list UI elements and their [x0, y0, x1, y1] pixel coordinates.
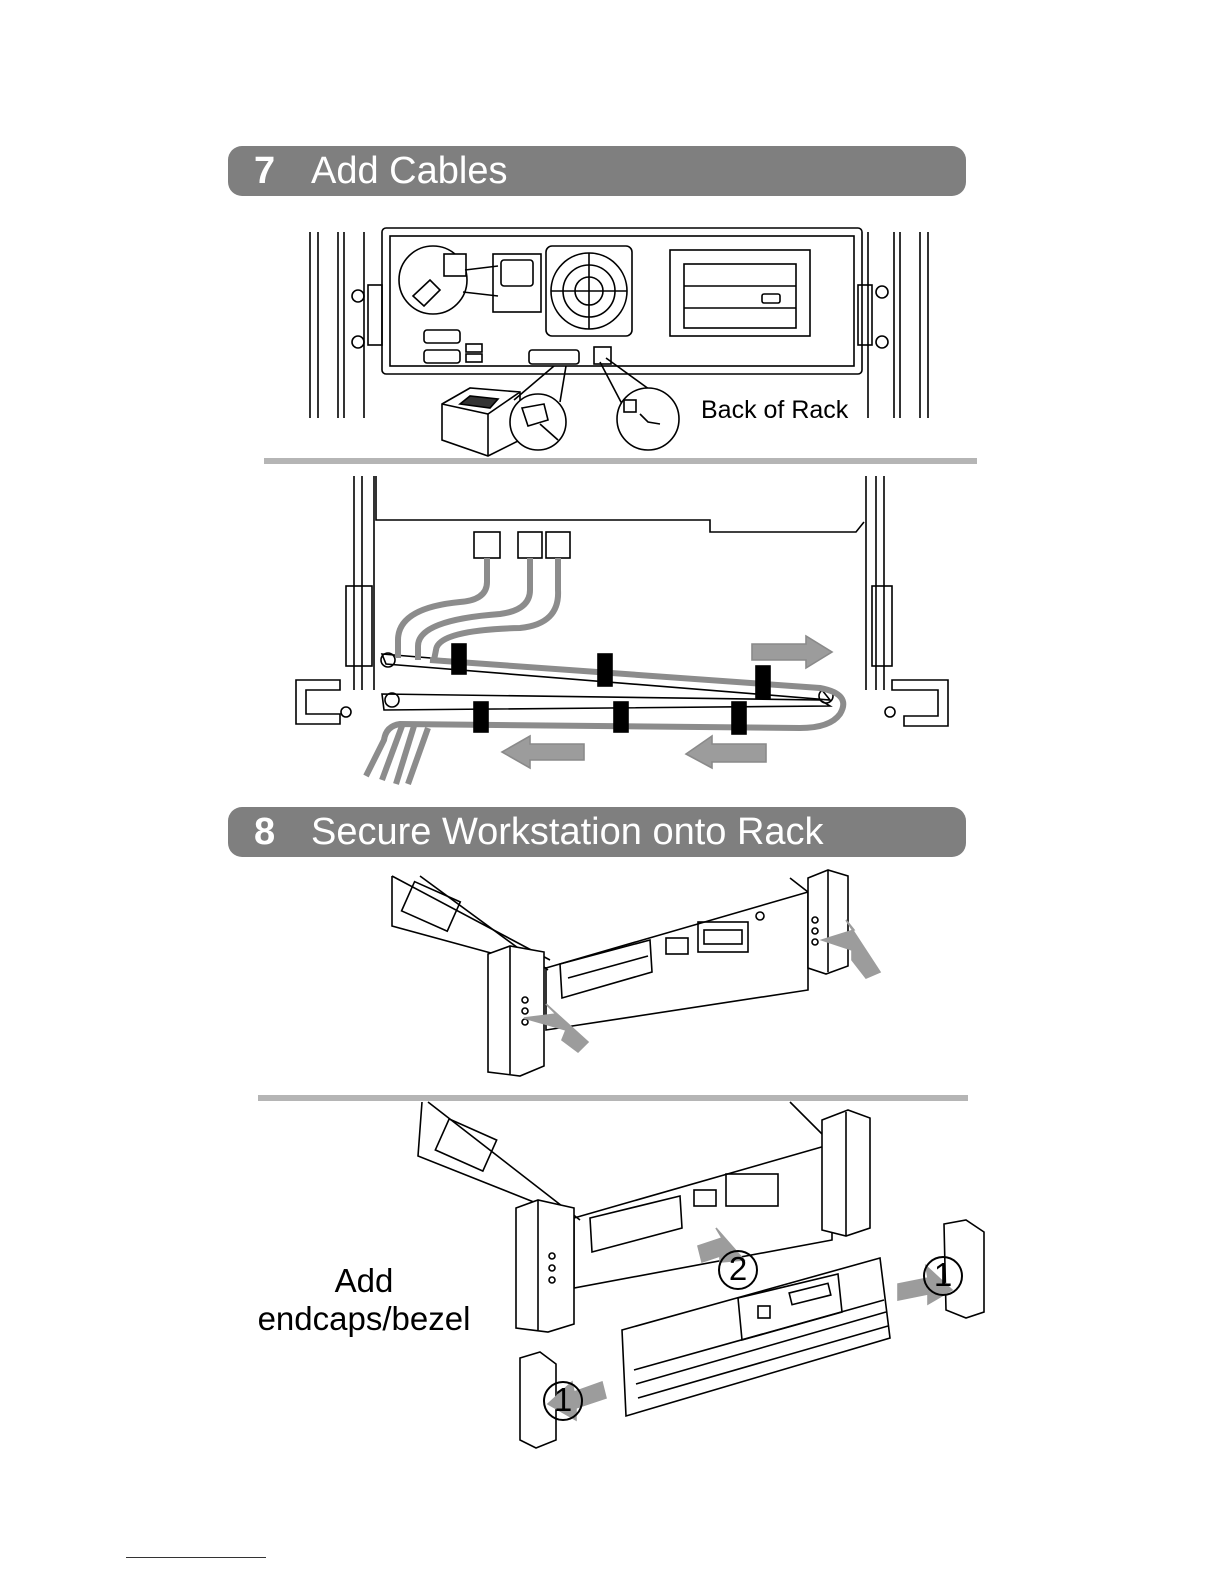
footer-rule: [126, 1557, 266, 1558]
endcaps-label-line2: endcaps/bezel: [254, 1300, 474, 1338]
endcaps-instruction: Add endcaps/bezel: [254, 1262, 474, 1338]
callout-number-bezel: 2: [722, 1250, 754, 1288]
callout-number-right-endcap: 1: [927, 1256, 959, 1294]
callout-number-left-endcap: 1: [547, 1381, 579, 1419]
endcaps-label-line1: Add: [254, 1262, 474, 1300]
